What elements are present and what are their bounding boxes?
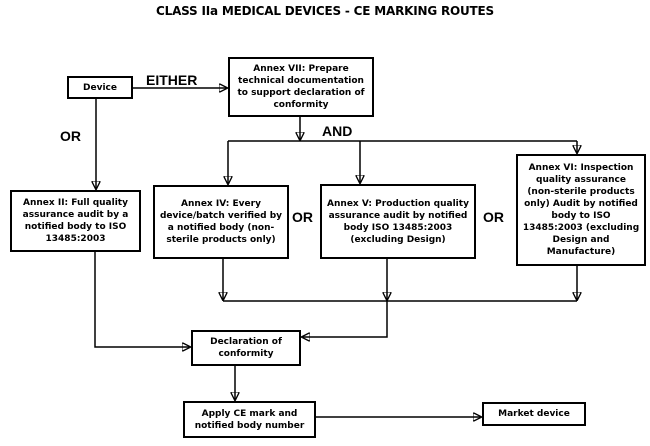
and-label: AND — [322, 123, 353, 139]
or-label-middle: OR — [292, 209, 313, 225]
annex-vi-node: Annex VI: Inspection quality assurance (… — [516, 154, 646, 266]
or-label-right: OR — [483, 209, 504, 225]
or-label-left: OR — [60, 128, 81, 144]
declaration-of-conformity-node: Declaration of conformity — [191, 330, 301, 366]
page-title: CLASS IIa MEDICAL DEVICES - CE MARKING R… — [156, 4, 494, 18]
annex-ii-node: Annex II: Full quality assurance audit b… — [10, 190, 141, 252]
edge-collection-to-declaration — [303, 301, 388, 337]
market-device-node: Market device — [482, 402, 586, 426]
device-node: Device — [67, 76, 133, 99]
either-label: EITHER — [146, 72, 198, 88]
annex-iv-node: Annex IV: Every device/batch verified by… — [153, 185, 289, 259]
apply-ce-mark-node: Apply CE mark and notified body number — [183, 401, 316, 438]
annex-v-node: Annex V: Production quality assurance au… — [320, 184, 476, 259]
annex-vii-node: Annex VII: Prepare technical documentati… — [228, 57, 374, 117]
edge-annex-ii-to-declaration — [94, 252, 189, 347]
